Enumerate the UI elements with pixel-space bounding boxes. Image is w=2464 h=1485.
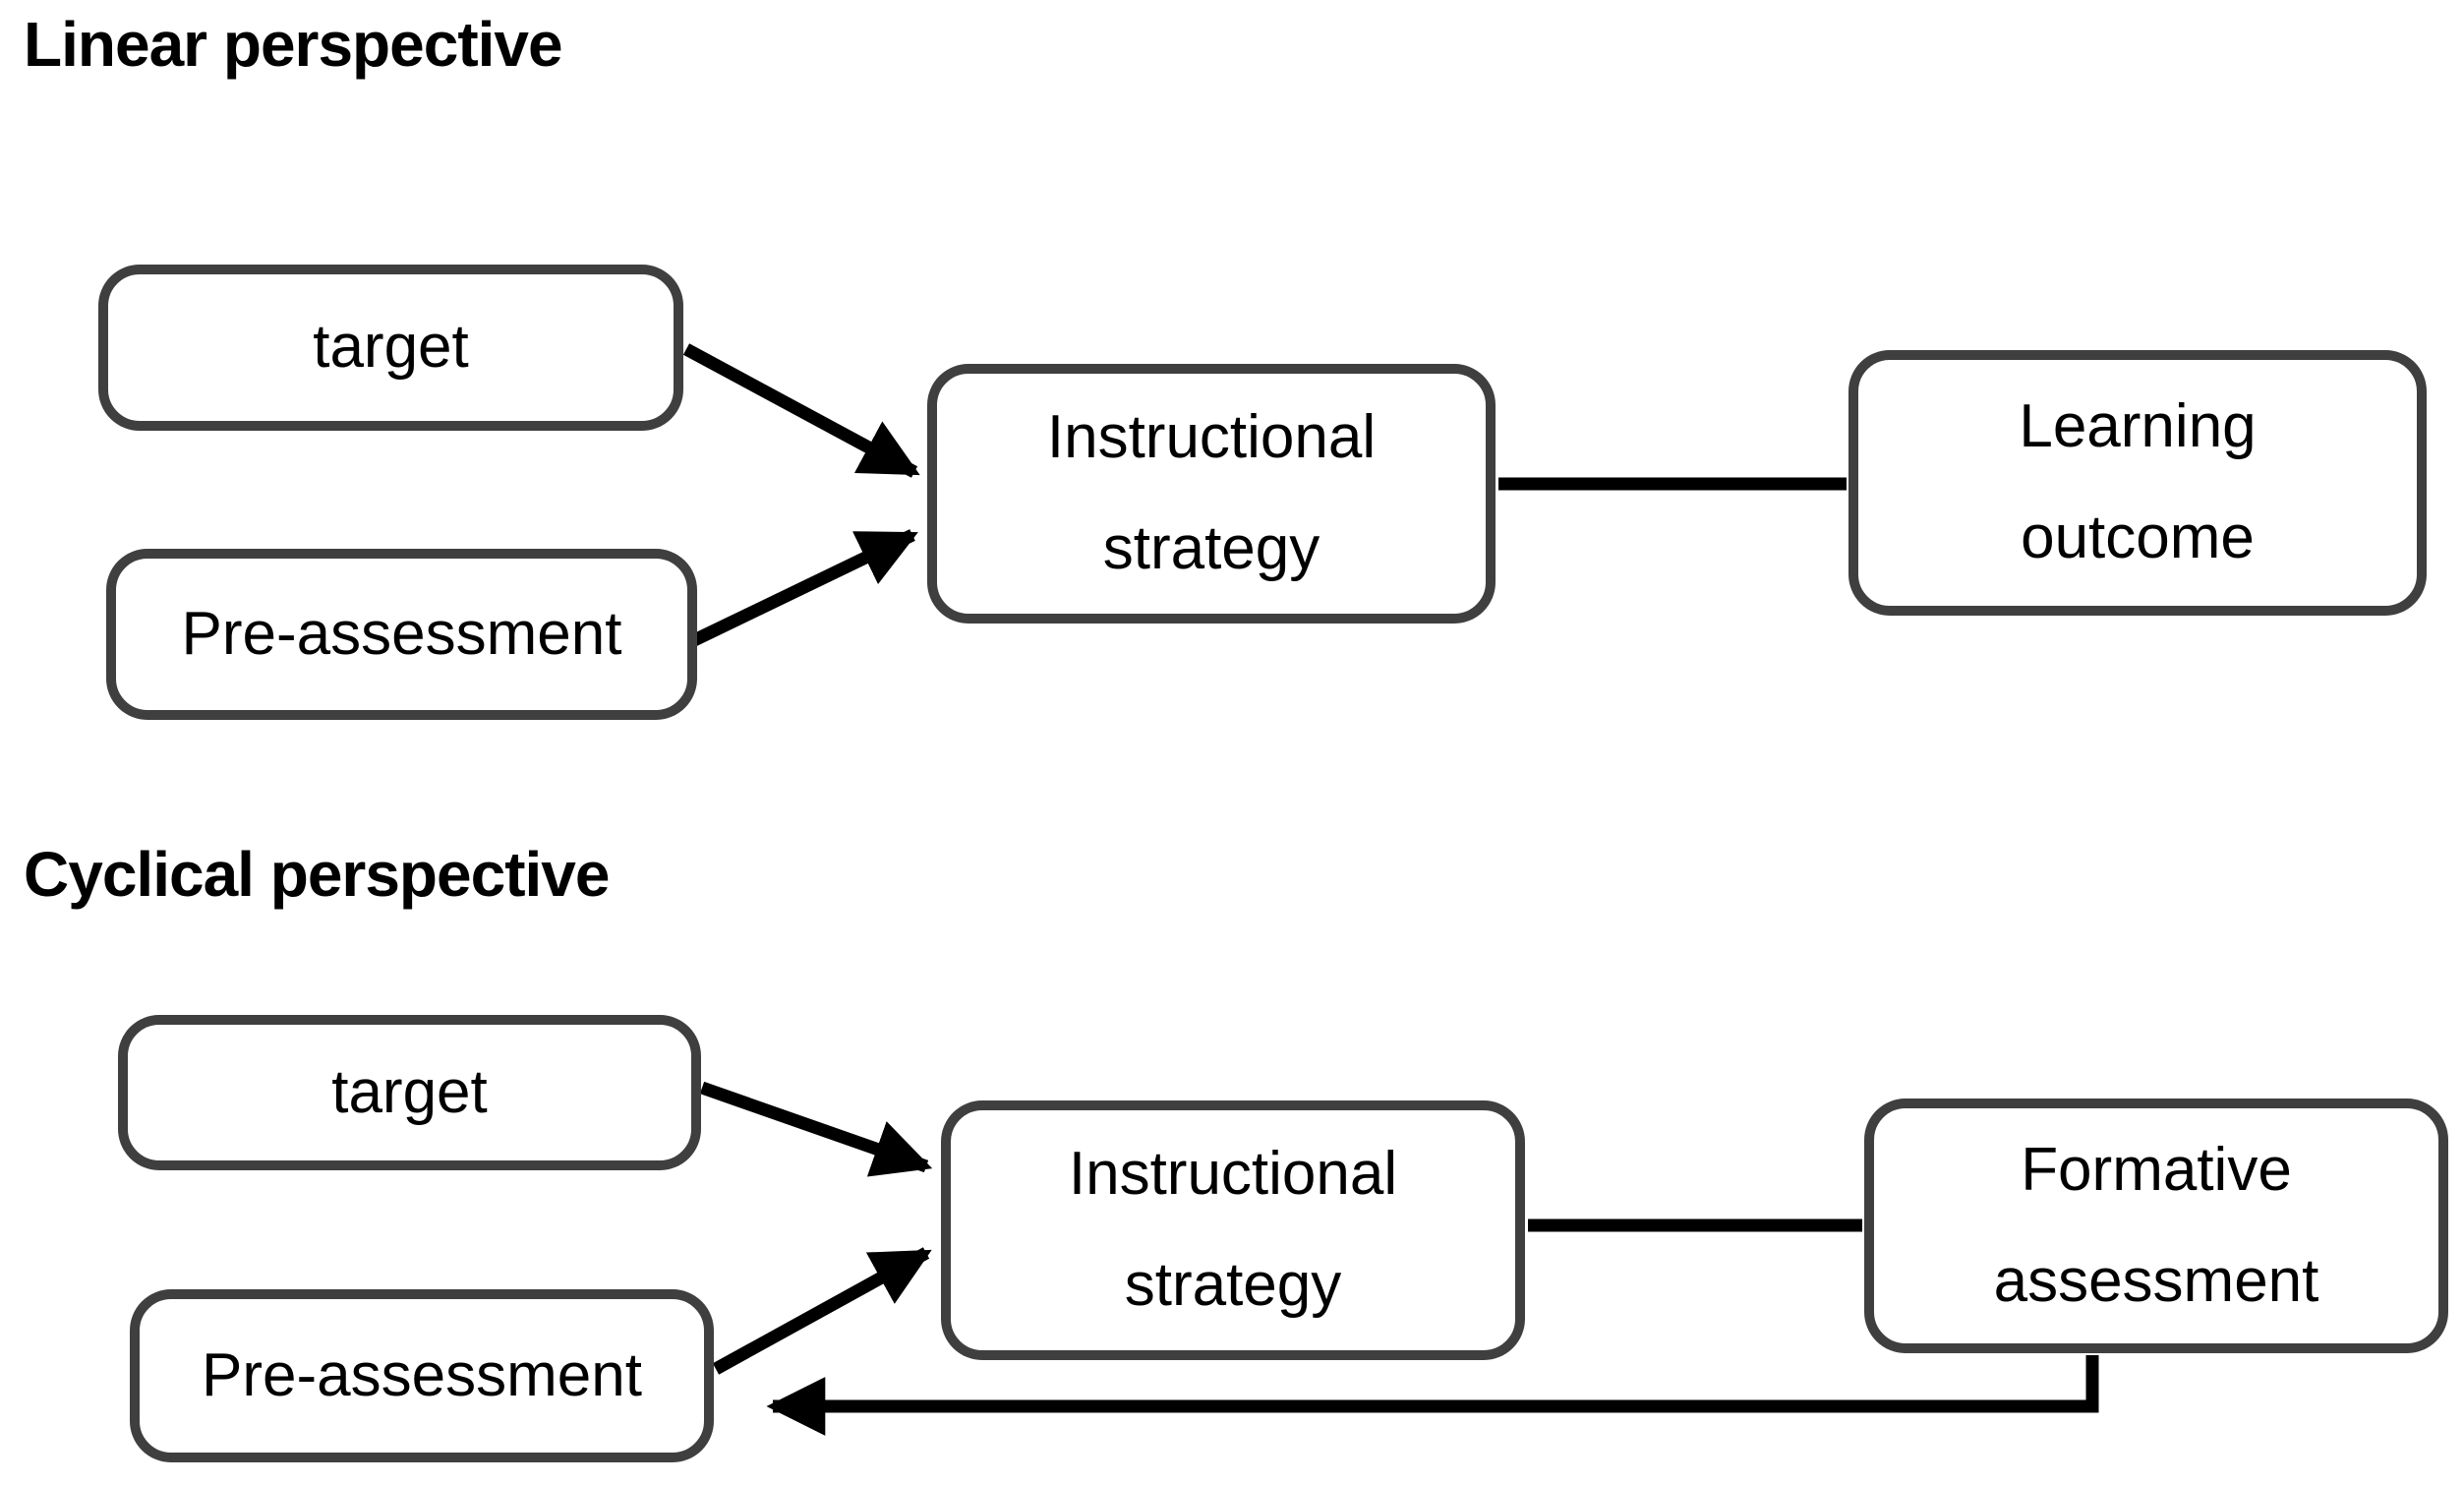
arrow-feedback-formative-to-preassessment (766, 1355, 2099, 1436)
cyclical-preassessment-box: Pre-assessment (130, 1289, 714, 1462)
cyclical-instructional-strategy-line2: strategy (1124, 1251, 1342, 1319)
cyclical-instructional-strategy-box: Instructional strategy (941, 1100, 1525, 1360)
cyclical-formative-assessment-line2: assessment (1993, 1246, 2319, 1315)
cyclical-instructional-strategy-line1: Instructional (1068, 1140, 1398, 1209)
linear-target-label: target (313, 313, 469, 382)
linear-preassessment-label: Pre-assessment (181, 599, 622, 668)
cyclical-target-label: target (331, 1057, 488, 1126)
linear-learning-outcome-box: Learning outcome (1848, 350, 2427, 616)
arrow-cyclical-preassessment-to-instructional (712, 1247, 932, 1375)
linear-preassessment-box: Pre-assessment (106, 549, 697, 720)
linear-instructional-strategy-box: Instructional strategy (927, 364, 1496, 624)
arrow-linear-target-to-instructional (682, 343, 920, 478)
arrow-linear-preassessment-to-instructional (689, 529, 918, 647)
linear-learning-outcome-line1: Learning (2019, 392, 2257, 461)
arrow-cyclical-target-to-instructional (699, 1081, 933, 1177)
cyclical-target-box: target (118, 1015, 701, 1170)
linear-instructional-strategy-line2: strategy (1102, 514, 1320, 582)
linear-perspective-heading: Linear perspective (24, 9, 563, 80)
cyclical-perspective-heading: Cyclical perspective (24, 839, 610, 910)
cyclical-formative-assessment-line1: Formative (2021, 1135, 2292, 1204)
linear-instructional-strategy-line1: Instructional (1046, 403, 1377, 472)
cyclical-formative-assessment-box: Formative assessment (1864, 1099, 2448, 1353)
linear-learning-outcome-line2: outcome (2021, 504, 2255, 571)
cyclical-preassessment-label: Pre-assessment (202, 1340, 642, 1409)
linear-target-box: target (98, 265, 683, 431)
